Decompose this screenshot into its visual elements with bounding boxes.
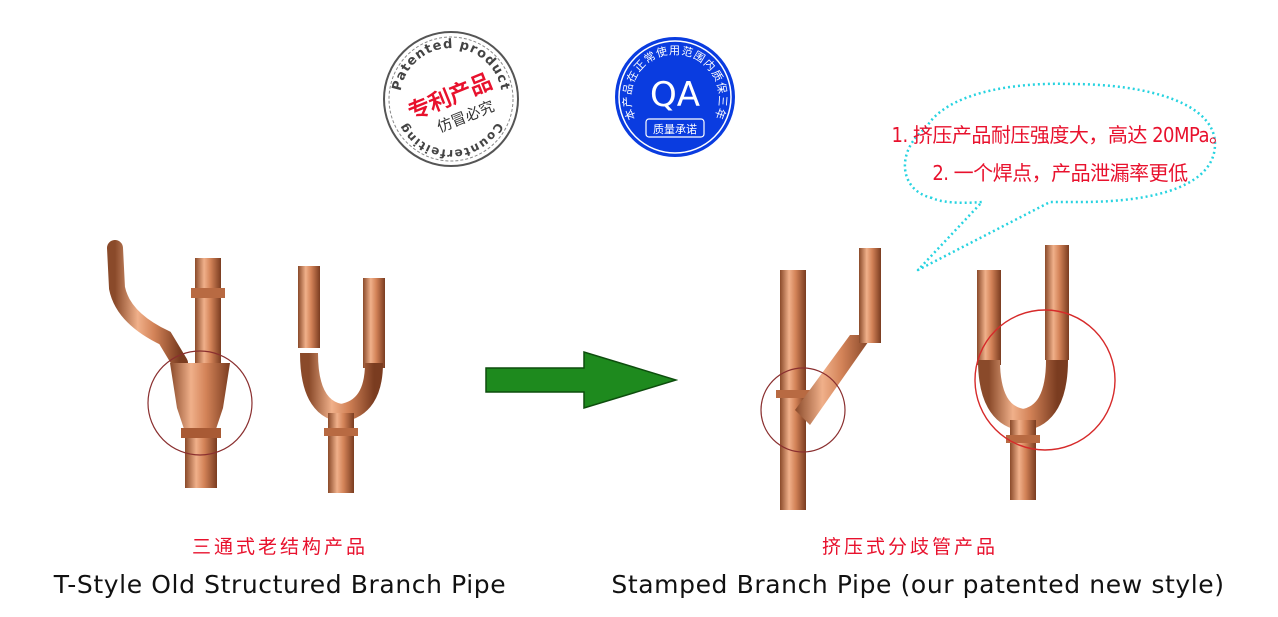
callout-bubble: 1. 挤压产品耐压强度大，高达 20MPa。 2. 一个焊点，产品泄漏率更低 bbox=[890, 80, 1230, 280]
qa-bottom-text: 质量承诺 bbox=[653, 123, 697, 136]
old-product-caption-en: T-Style Old Structured Branch Pipe bbox=[53, 570, 507, 599]
old-tstyle-pipe-photo bbox=[95, 238, 415, 508]
qa-main-text: QA bbox=[650, 75, 700, 115]
qa-badge: 本产品在正常使用范围内质保三年 QA 质量承诺 bbox=[612, 34, 738, 160]
transition-arrow bbox=[484, 350, 678, 410]
new-product-caption-cn: 挤压式分歧管产品 bbox=[821, 536, 998, 558]
callout-line-1: 1. 挤压产品耐压强度大，高达 20MPa。 bbox=[891, 123, 1229, 147]
callout-line-2: 2. 一个焊点，产品泄漏率更低 bbox=[932, 161, 1188, 185]
stamped-branch-pipe-photo bbox=[755, 240, 1125, 515]
callout-outline bbox=[903, 82, 1217, 272]
arrow-right-icon bbox=[485, 350, 678, 410]
new-product-caption-en: Stamped Branch Pipe (our patented new st… bbox=[611, 570, 1225, 599]
old-product-caption-cn: 三通式老结构产品 bbox=[191, 536, 368, 558]
seal-graphic: Patented product Counterfeiting 专利产品 仿冒必… bbox=[383, 31, 519, 167]
qa-badge-graphic: 本产品在正常使用范围内质保三年 QA 质量承诺 bbox=[615, 37, 735, 157]
patented-product-seal: Patented product Counterfeiting 专利产品 仿冒必… bbox=[380, 28, 522, 170]
